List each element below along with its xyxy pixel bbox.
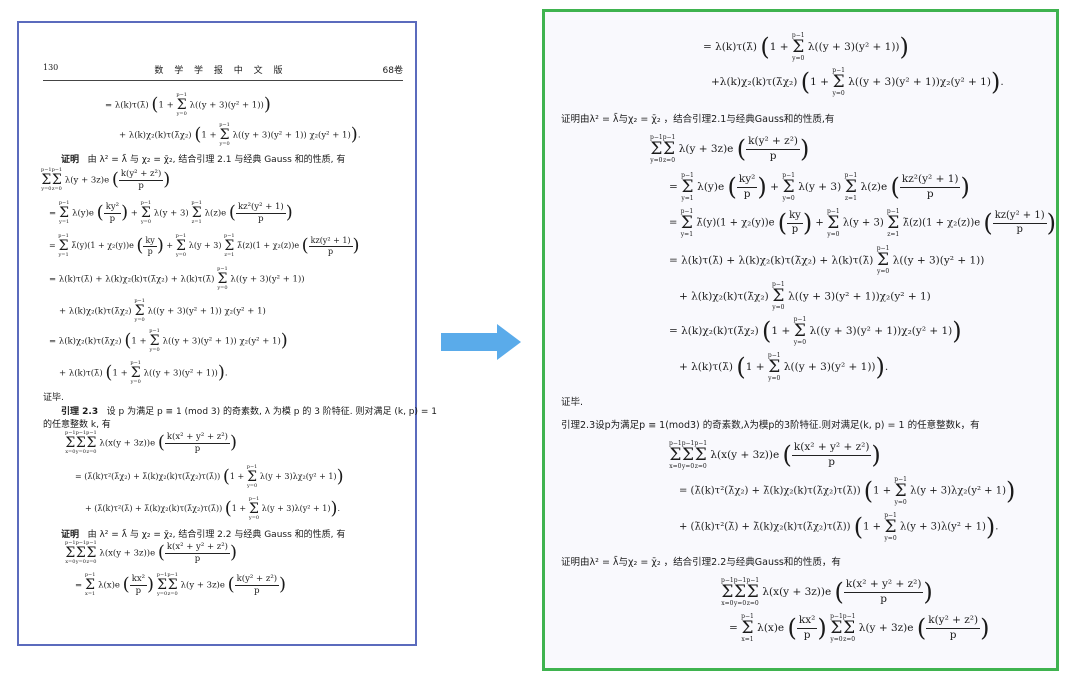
equation-line: = λ(k)τ(λ̄) + λ(k)χ₂(k)τ(λ̄χ₂) + λ(k)τ(λ…: [669, 245, 985, 275]
proof-label: 证明: [61, 155, 80, 165]
proof-label: 证明: [61, 530, 80, 540]
lemma-paragraph: 引理2.3设p为满足p ≡ 1(mod3) 的奇素数,λ为模p的3阶特征.则对满…: [561, 420, 980, 431]
original-page-panel: 130 数 学 学 报 中 文 版 68卷 = λ(k)τ(λ̄) (1 + p…: [17, 21, 437, 646]
qed-text: 证毕.: [43, 393, 64, 403]
page-header: 130 数 学 学 报 中 文 版 68卷: [43, 63, 403, 81]
qed-text: 证毕.: [561, 397, 584, 408]
arrow-right-icon: [441, 324, 521, 360]
equation-line: = (λ̄(k)τ²(λ̄χ₂) + λ̄(k)χ₂(k)τ(λ̄χ₂)τ(λ̄…: [75, 464, 344, 489]
lemma-label: 引理 2.3: [61, 407, 99, 417]
volume-label: 68卷: [382, 66, 403, 76]
proof-paragraph-2: 证明 由 λ² = λ̄ 与 χ₂ = χ̄₂, 结合引理 2.2 与经典 Ga…: [61, 530, 346, 540]
equation-line: = (λ̄(k)τ²(λ̄χ₂) + λ̄(k)χ₂(k)τ(λ̄χ₂)τ(λ̄…: [679, 475, 1016, 506]
journal-title: 数 学 学 报 中 文 版: [154, 66, 287, 76]
equation-line: + (λ̄(k)τ²(λ̄) + λ̄(k)χ₂(k)τ(λ̄χ₂)τ(λ̄))…: [85, 496, 341, 521]
lemma-paragraph-cont: 的任意整数 k, 有: [43, 420, 111, 430]
proof-paragraph-1: 证明由λ² = λ̄与χ₂ = χ̄₂ ，结合引理2.1与经典Gauss和的性质…: [561, 114, 835, 125]
equation-line: = λ(k)τ(λ̄) + λ(k)χ₂(k)τ(λ̄χ₂) + λ(k)τ(λ…: [49, 266, 305, 291]
equation-line: + (λ̄(k)τ²(λ̄) + λ̄(k)χ₂(k)τ(λ̄χ₂)τ(λ̄))…: [679, 511, 999, 542]
page-number: 130: [43, 63, 59, 72]
lemma-paragraph: 引理 2.3 设 p 为满足 p ≡ 1 (mod 3) 的奇素数, λ 为模 …: [61, 407, 438, 417]
proof-paragraph-2: 证明由λ² = λ̄与χ₂ = χ̄₂ ，结合引理2.2与经典Gauss和的性质…: [561, 557, 841, 568]
proof-paragraph-1: 证明 由 λ² = λ̄ 与 χ₂ = χ̄₂, 结合引理 2.1 与经典 Ga…: [61, 155, 346, 165]
